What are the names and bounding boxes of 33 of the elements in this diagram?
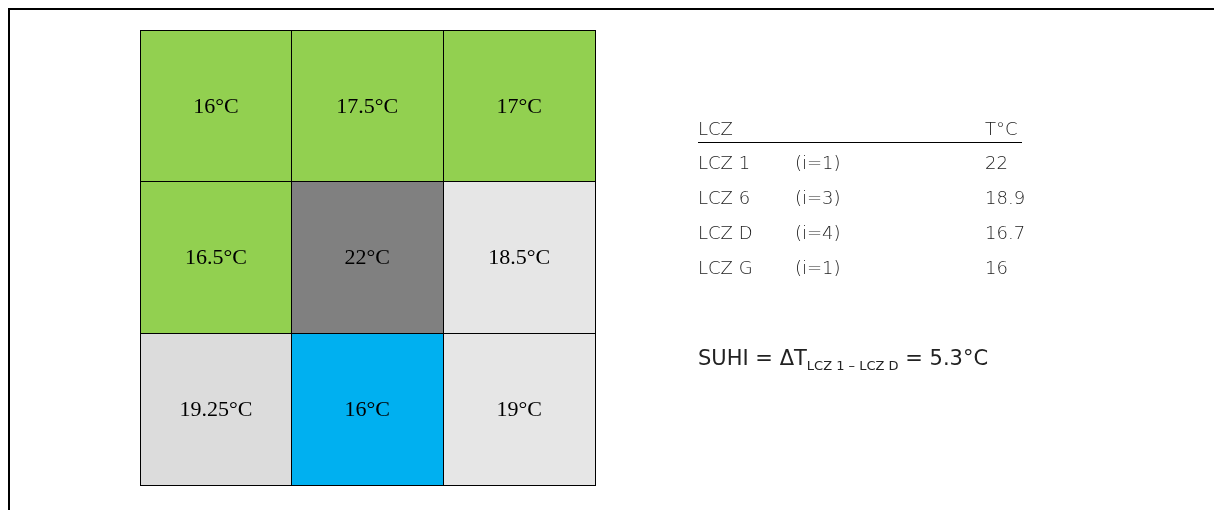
table-cell-text: (i=3) [795, 187, 841, 208]
temperature-value: 19°C [496, 396, 542, 423]
table-cell-text: LCZ 1 [698, 152, 751, 173]
temperature-value: 16.5°C [185, 244, 247, 271]
table-header: T°C [985, 118, 1018, 139]
temperature-value: 17.5°C [336, 93, 399, 119]
table-cell-text: 18.9 [985, 187, 1026, 208]
table-cell-text: 22 [985, 152, 1008, 173]
temperature-cell [290, 30, 444, 182]
table-cell-text: LCZ D [698, 222, 753, 243]
temperature-cell [290, 332, 444, 486]
table-cell-text: 16 [985, 257, 1008, 278]
temperature-cell [442, 332, 596, 486]
temperature-value: 22°C [344, 244, 390, 271]
table-cell-text: (i=1) [795, 257, 841, 278]
table-cell-text: 16.7 [985, 222, 1026, 243]
table-cell-text: (i=1) [795, 152, 841, 173]
table-header: LCZ [698, 118, 733, 139]
table-cell-text: LCZ 6 [698, 187, 751, 208]
temperature-value: 18.5°C [488, 244, 551, 271]
temperature-value: 16°C [344, 396, 390, 423]
temperature-cell [140, 30, 292, 182]
temperature-cell [140, 180, 292, 334]
temperature-cell [442, 30, 596, 182]
temperature-value: 17°C [496, 93, 542, 119]
temperature-cell [140, 332, 292, 486]
temperature-value: 16°C [193, 93, 239, 119]
table-cell-text: LCZ G [698, 257, 753, 278]
formula-text: SUHI = ΔT$_{LCZ 1 – LCZ D}$ = 5.3°C [698, 346, 989, 374]
table-cell-text: (i=4) [795, 222, 841, 243]
temperature-value: 19.25°C [179, 396, 253, 423]
temperature-cell [442, 180, 596, 334]
temperature-cell [290, 180, 444, 334]
